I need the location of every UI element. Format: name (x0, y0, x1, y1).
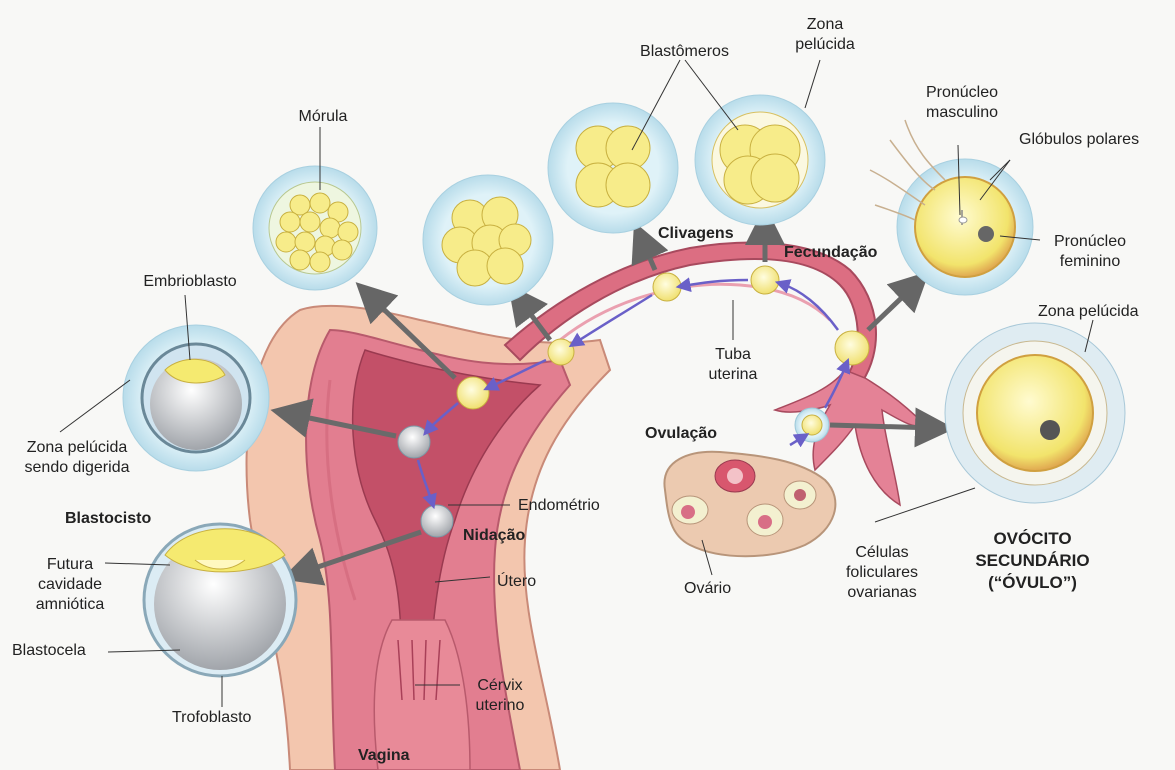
label-zona-pelucida-top: Zona pelúcida (785, 15, 865, 55)
two-cell-embryo (695, 95, 825, 225)
blastocyst-early (123, 325, 269, 471)
label-futura-cavidade: Futura cavidade amniótica (30, 555, 110, 615)
label-globulos-polares: Glóbulos polares (1019, 130, 1139, 150)
uterus (247, 306, 610, 770)
label-clivagens: Clivagens (658, 224, 734, 244)
secondary-oocyte (945, 323, 1125, 503)
label-celulas-foliculares: Células foliculares ovarianas (832, 543, 932, 603)
label-pronucleo-masculino: Pronúcleo masculino (907, 83, 1017, 123)
four-cell-embryo (548, 103, 678, 233)
label-nidacao: Nidação (463, 526, 525, 546)
label-pronucleo-feminino: Pronúcleo feminino (1040, 232, 1140, 272)
label-utero: Útero (497, 572, 536, 592)
fertilization-cell (870, 120, 1033, 295)
label-zona-pelucida-digerida: Zona pelúcida sendo digerida (12, 438, 142, 478)
label-cervix: Cérvix uterino (465, 676, 535, 716)
label-blastomeros: Blastômeros (627, 42, 742, 62)
blastocyst-late (144, 524, 296, 676)
label-tuba-uterina: Tuba uterina (698, 345, 768, 385)
label-ovario: Ovário (684, 579, 731, 599)
label-fecundacao: Fecundação (784, 243, 877, 263)
label-morula: Mórula (283, 107, 363, 127)
label-endometrio: Endométrio (518, 496, 600, 516)
label-embrioblasto: Embrioblasto (125, 272, 255, 292)
label-trofoblasto: Trofoblasto (172, 708, 251, 728)
label-blastocisto: Blastocisto (65, 509, 151, 529)
eight-cell-embryo (423, 175, 553, 305)
morula (253, 166, 377, 290)
ovary (664, 452, 835, 556)
label-zona-pelucida-right: Zona pelúcida (1038, 302, 1139, 322)
label-vagina: Vagina (358, 746, 410, 766)
label-ovocito-secundario: OVÓCITO SECUNDÁRIO (“ÓVULO”) (970, 528, 1095, 594)
label-blastocela: Blastocela (12, 641, 86, 661)
label-ovulacao: Ovulação (645, 424, 717, 444)
